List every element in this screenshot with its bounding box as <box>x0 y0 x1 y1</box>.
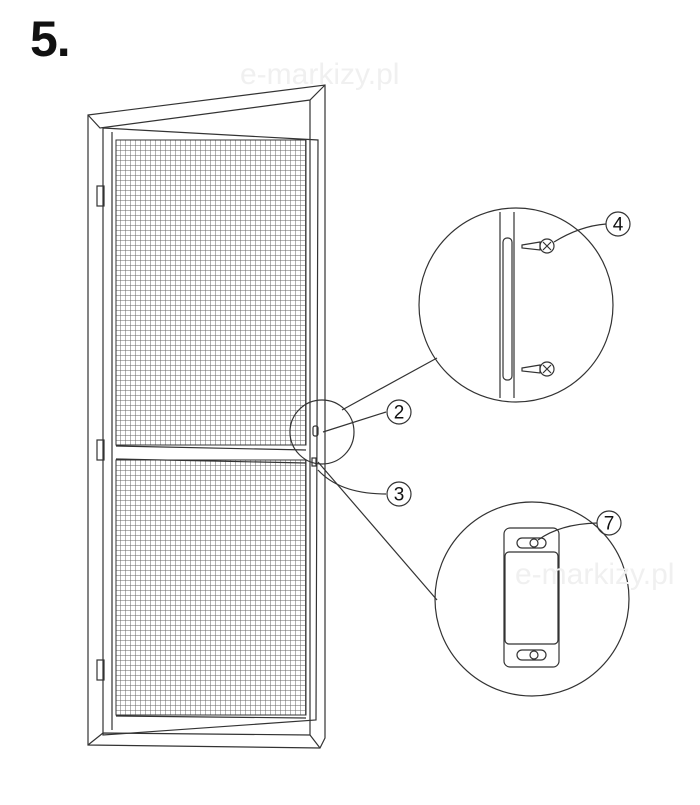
svg-text:7: 7 <box>604 514 615 535</box>
screw-icon <box>521 238 555 254</box>
watermark-bottom: e-markizy.pl <box>515 558 675 591</box>
svg-text:2: 2 <box>394 403 405 424</box>
callout-2: 2 <box>386 399 412 425</box>
callout-4: 4 <box>605 211 631 237</box>
screen-door-panel <box>102 127 319 736</box>
svg-text:4: 4 <box>613 215 624 236</box>
svg-text:3: 3 <box>394 485 405 506</box>
screw-icon <box>521 361 555 377</box>
door-frame <box>87 84 326 749</box>
strike-plate-small <box>311 457 317 467</box>
hinges <box>96 185 105 681</box>
detail-circle-strike-plate <box>434 501 630 697</box>
step-number: 5. <box>30 11 71 67</box>
detail-circle-small <box>289 399 355 465</box>
callout-7: 7 <box>596 510 622 536</box>
detail-circle-catch <box>418 207 614 403</box>
callout-3: 3 <box>386 481 412 507</box>
magnet-catch <box>312 425 319 437</box>
